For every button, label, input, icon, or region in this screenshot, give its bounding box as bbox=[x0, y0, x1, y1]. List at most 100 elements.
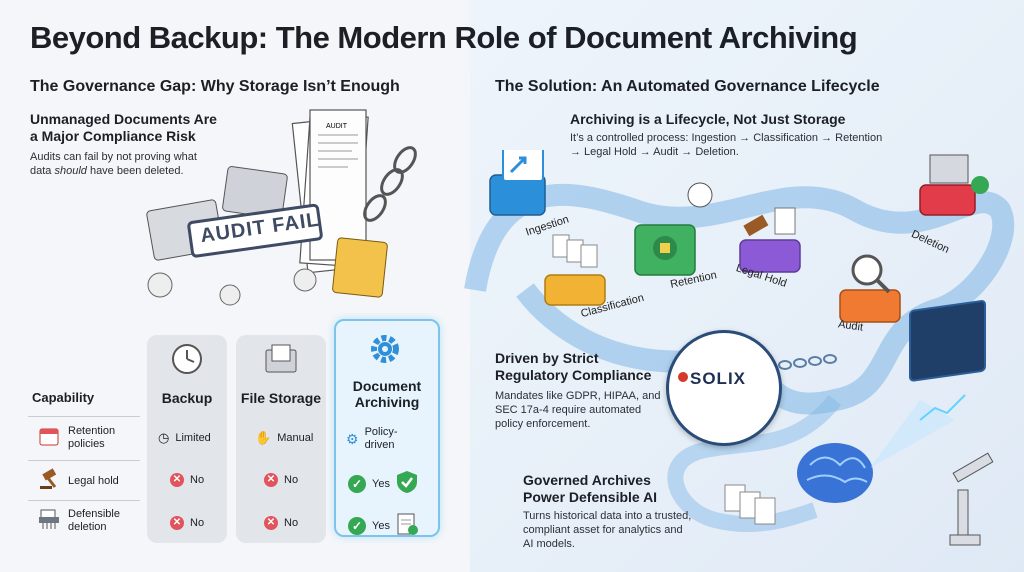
ai-heading-line2: Power Defensible AI bbox=[523, 489, 658, 505]
lifecycle-heading: Archiving is a Lifecycle, Not Just Stora… bbox=[570, 111, 846, 127]
crumpled-paper bbox=[293, 268, 317, 292]
yes-check-icon: ✓ bbox=[348, 516, 366, 535]
audit-paper-label: AUDIT bbox=[326, 123, 348, 130]
cell-value: No bbox=[284, 517, 299, 529]
no-x-icon: ✕ bbox=[264, 516, 278, 530]
risk-heading: Unmanaged Documents Are a Major Complian… bbox=[30, 111, 217, 145]
backup-retention: ◷ Limited bbox=[158, 430, 211, 446]
ai-text-line1: Turns historical data into a trusted, bbox=[523, 510, 692, 522]
solix-logo-text: SOLIX bbox=[690, 369, 747, 388]
audit-stage bbox=[839, 254, 901, 323]
risk-text-line2: data should have been deleted. bbox=[30, 164, 197, 178]
lifecycle-text-line2: → Legal Hold → Audit → Deletion. bbox=[570, 146, 739, 158]
archiving-deletion: ✓ Yes bbox=[348, 512, 418, 539]
dashboard-icon bbox=[909, 300, 986, 421]
no-x-icon: ✕ bbox=[170, 473, 184, 487]
ai-text-line3: AI models. bbox=[523, 538, 575, 550]
gear-small-icon: ⚙ bbox=[346, 430, 359, 447]
solix-logo bbox=[666, 330, 782, 446]
archiving-legal-hold: ✓ Yes bbox=[348, 470, 418, 497]
document-check-icon bbox=[396, 512, 418, 539]
row-divider bbox=[28, 460, 140, 461]
compliance-heading: Driven by Strict Regulatory Compliance bbox=[495, 350, 651, 384]
capability-legal-hold: Legal hold bbox=[38, 468, 119, 494]
risk-heading-line1: Unmanaged Documents Are bbox=[30, 111, 217, 127]
cell-value: No bbox=[190, 474, 205, 486]
risk-text-part: data bbox=[30, 165, 55, 177]
compliance-text: Mandates like GDPR, HIPAA, and SEC 17a-4… bbox=[495, 389, 660, 431]
crumpled-paper bbox=[219, 284, 241, 306]
compliance-text-line2: SEC 17a-4 require automated bbox=[495, 404, 642, 416]
gear-icon bbox=[371, 335, 399, 363]
cell-value: Manual bbox=[277, 432, 314, 444]
risk-text-part: have been deleted. bbox=[86, 165, 184, 177]
cell-value: No bbox=[284, 474, 299, 486]
yes-check-icon: ✓ bbox=[348, 474, 366, 493]
ai-text: Turns historical data into a trusted, co… bbox=[523, 509, 691, 551]
file-stack bbox=[724, 484, 776, 525]
classification-stage bbox=[544, 234, 606, 306]
backup-header: Backup bbox=[161, 390, 213, 406]
robot-arm-icon bbox=[949, 452, 994, 546]
crumpled-paper bbox=[147, 272, 173, 298]
ai-text-line2: compliant asset for analytics and bbox=[523, 524, 683, 536]
cell-value: Policy- bbox=[364, 426, 398, 438]
file-storage-header: File Storage bbox=[240, 390, 322, 406]
governance-gap-title: The Governance Gap: Why Storage Isn’t En… bbox=[30, 78, 400, 95]
audit-fail-stamp bbox=[187, 203, 323, 258]
cell-value: No bbox=[190, 517, 205, 529]
cell-value: Yes bbox=[372, 519, 390, 532]
shredder-icon bbox=[38, 508, 60, 534]
capability-label: Legal hold bbox=[68, 474, 119, 487]
capability-label: policies bbox=[68, 438, 105, 450]
capability-label: deletion bbox=[68, 521, 107, 533]
ai-heading: Governed Archives Power Defensible AI bbox=[523, 472, 657, 506]
solution-title: The Solution: An Automated Governance Li… bbox=[495, 78, 880, 95]
legal-hold-stage bbox=[739, 207, 801, 273]
broken-chain-icon bbox=[363, 146, 417, 222]
compliance-heading-line2: Regulatory Compliance bbox=[495, 367, 652, 383]
compliance-text-line1: Mandates like GDPR, HIPAA, and bbox=[495, 390, 661, 402]
risk-text: Audits can fail by not proving what data… bbox=[30, 150, 197, 178]
retention-stage bbox=[634, 182, 713, 276]
cell-value: Yes bbox=[372, 477, 390, 490]
brain-icon bbox=[797, 443, 873, 503]
row-divider bbox=[28, 416, 140, 417]
folder-file-icon bbox=[265, 344, 297, 373]
lifecycle-text: It’s a controlled process: Ingestion → C… bbox=[570, 131, 882, 159]
backup-deletion: ✕ No bbox=[170, 516, 204, 530]
compliance-heading-line1: Driven by Strict bbox=[495, 350, 599, 366]
risk-text-emphasis: should bbox=[54, 165, 87, 177]
page-title: Beyond Backup: The Modern Role of Docume… bbox=[30, 20, 858, 55]
row-divider bbox=[28, 500, 140, 501]
hourglass-clock-icon bbox=[172, 344, 202, 374]
risk-text-line1: Audits can fail by not proving what bbox=[30, 151, 197, 163]
capability-header: Capability bbox=[32, 390, 95, 405]
risk-heading-line2: a Major Compliance Risk bbox=[30, 128, 196, 144]
cell-value: Limited bbox=[175, 432, 211, 444]
lifecycle-text-line1: It’s a controlled process: Ingestion → C… bbox=[570, 132, 883, 144]
file-storage-deletion: ✕ No bbox=[264, 516, 298, 530]
archiving-retention: ⚙ Policy-driven bbox=[346, 426, 398, 452]
clock-icon: ◷ bbox=[158, 430, 170, 445]
compliance-text-line3: policy enforcement. bbox=[495, 418, 591, 430]
paper-stack bbox=[291, 109, 369, 274]
gavel-icon bbox=[38, 468, 60, 494]
capability-label: Defensible bbox=[68, 508, 120, 520]
ai-heading-line1: Governed Archives bbox=[523, 472, 651, 488]
file-storage-legal-hold: ✕ No bbox=[264, 473, 298, 487]
capability-label: Retention bbox=[68, 425, 116, 437]
file-storage-retention: ✋Manual bbox=[255, 430, 313, 446]
ingestion-stage bbox=[489, 150, 546, 216]
archiving-header: Document Archiving bbox=[352, 378, 422, 410]
no-x-icon: ✕ bbox=[264, 473, 278, 487]
solix-logo-mark bbox=[678, 372, 688, 382]
light-beam bbox=[870, 400, 955, 468]
audit-fail-illustration: AUDIT bbox=[146, 109, 417, 306]
no-x-icon: ✕ bbox=[170, 516, 184, 530]
clock-icon bbox=[687, 182, 713, 208]
calendar-icon bbox=[38, 425, 60, 451]
cell-value: driven bbox=[364, 439, 395, 451]
